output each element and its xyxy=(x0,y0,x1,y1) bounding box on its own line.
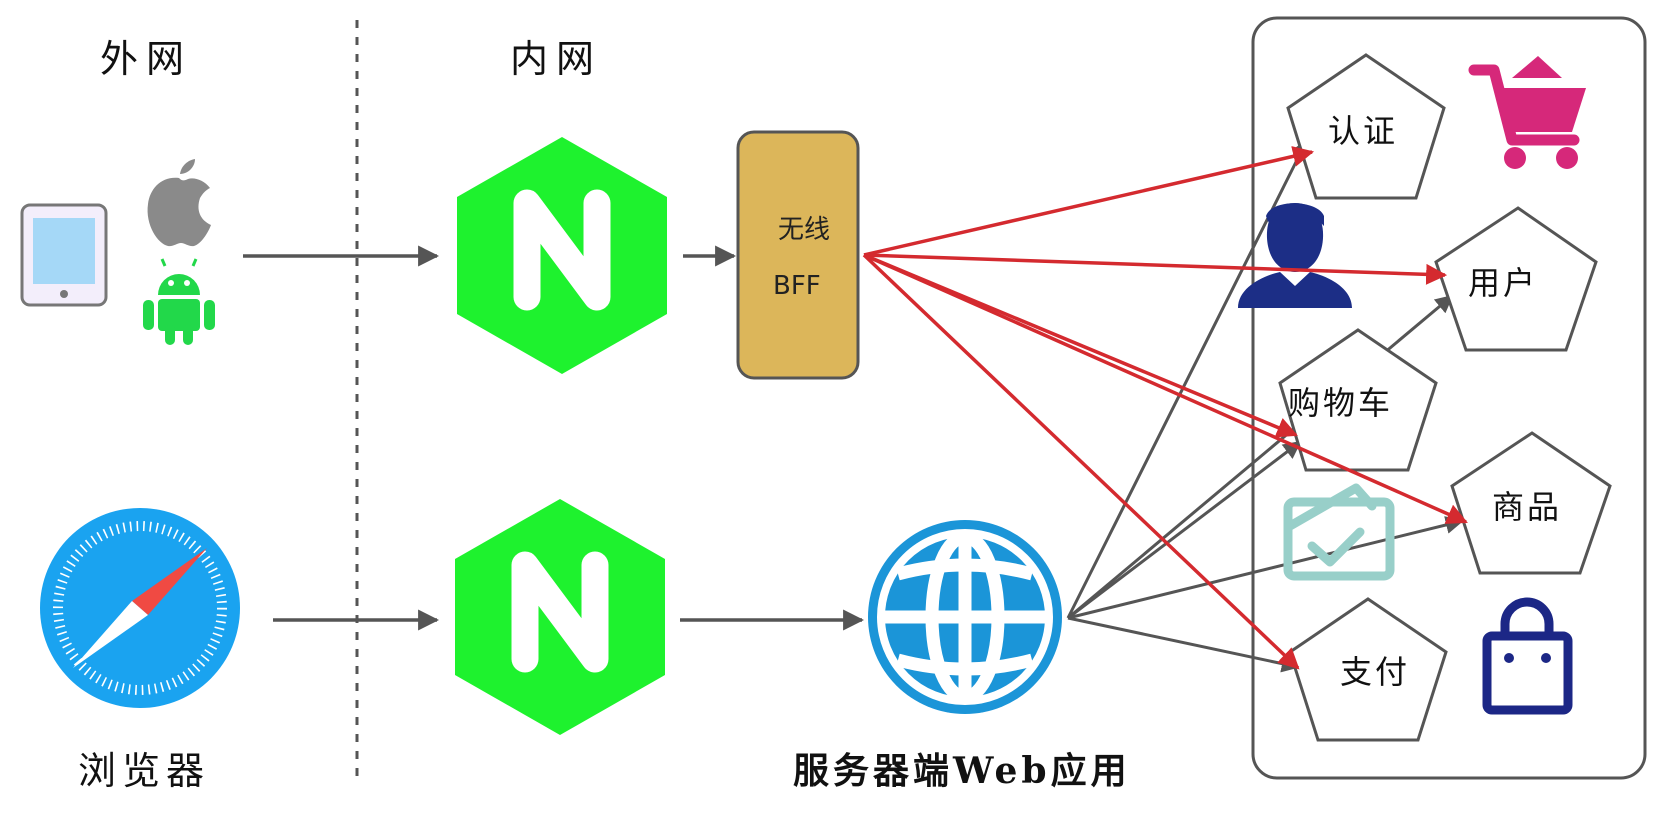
apple-icon xyxy=(147,159,211,247)
edge-bff-user xyxy=(863,253,1448,285)
service-payment-node xyxy=(1288,597,1448,742)
service-auth-node xyxy=(1286,53,1446,200)
tablet-icon xyxy=(20,203,108,307)
edge-web-cart xyxy=(1067,440,1302,620)
service-auth-label: 认证 xyxy=(1328,112,1399,150)
external-zone-label: 外网 xyxy=(100,37,193,81)
browser-label: 浏览器 xyxy=(78,749,211,793)
shopping-cart-icon xyxy=(1468,56,1586,169)
user-avatar-icon xyxy=(1238,203,1352,308)
edge-bff-auth xyxy=(863,146,1315,257)
bff-line1: 无线 xyxy=(778,215,831,245)
edge-web-auth xyxy=(1066,138,1309,619)
service-cart-node xyxy=(1278,328,1438,472)
bff-box xyxy=(736,130,860,380)
edge-web-product xyxy=(1067,516,1464,620)
bff-to-services-arrows xyxy=(862,146,1468,670)
service-payment-label: 支付 xyxy=(1340,653,1411,691)
edge-bff-payment xyxy=(862,253,1300,670)
shopping-bag-icon xyxy=(1482,597,1573,715)
bff-line2: BFF xyxy=(773,271,821,301)
services-container xyxy=(1251,16,1647,780)
service-product-node xyxy=(1450,431,1612,575)
web-app-label: 服务器端Web应用 xyxy=(793,750,1131,792)
flow-arrows xyxy=(243,245,865,631)
edge-web-payment xyxy=(1067,616,1300,673)
service-user-label: 用户 xyxy=(1468,264,1539,302)
internal-zone-label: 内网 xyxy=(510,37,603,81)
globe-icon xyxy=(868,520,1062,714)
nginx-icon-bottom xyxy=(455,499,665,735)
service-cart-label: 购物车 xyxy=(1288,384,1394,422)
edge-bff-cart xyxy=(863,253,1298,438)
checklist-icon xyxy=(1283,483,1395,581)
service-product-label: 商品 xyxy=(1492,488,1563,526)
edge-bff-product xyxy=(863,253,1468,524)
android-icon xyxy=(143,258,215,345)
service-user-node xyxy=(1434,206,1598,352)
service-nodes xyxy=(1278,53,1612,742)
safari-compass-icon xyxy=(40,508,240,708)
nginx-icon-top xyxy=(457,137,667,374)
